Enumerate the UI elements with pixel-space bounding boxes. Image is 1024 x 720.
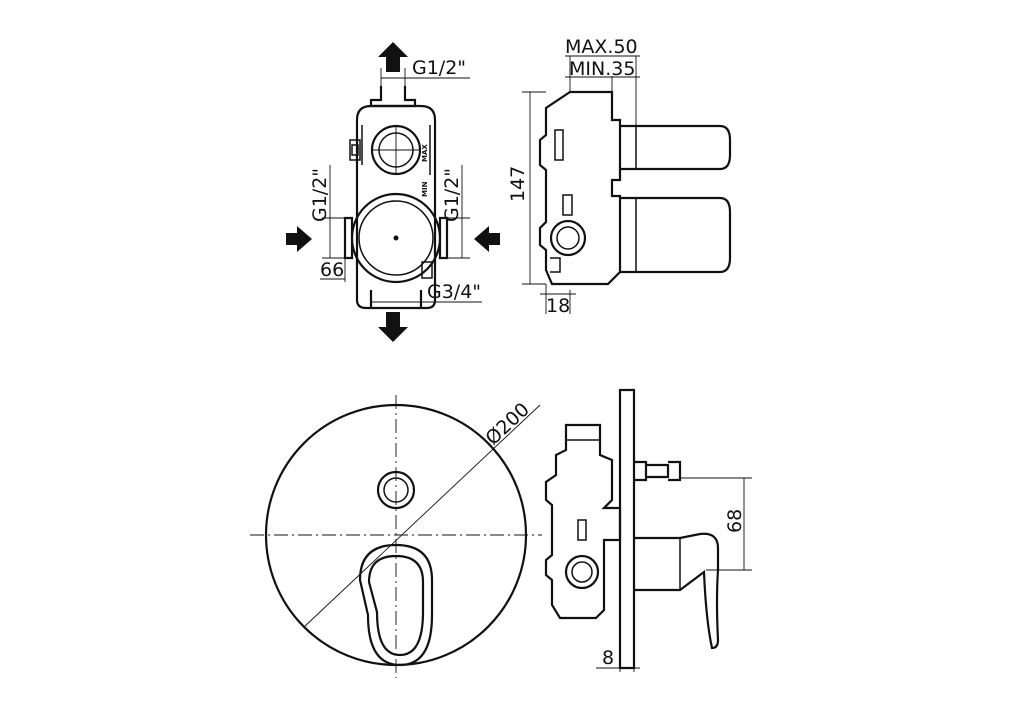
flow-arrow-down-icon [378,312,408,342]
outlet-top-thread-label: G1/2" [412,57,466,79]
inlet-left-thread-label: G1/2" [309,168,331,222]
width-dim-label: 66 [320,259,344,281]
valve-body-front-view: MAX MIN G1/2" G1/2" G1/2" 66 G3/4" [286,42,500,342]
plate-dim-label: 8 [602,647,614,669]
diameter-dim-label: Ø200 [481,399,533,450]
cover-plate-front-view: Ø200 [250,395,542,678]
min-mark-label: MIN [421,181,429,197]
height-dim-label: 147 [507,166,529,202]
max-mark-label: MAX [421,144,429,162]
flow-arrow-left-icon [474,226,500,252]
flow-arrow-up-icon [378,42,408,72]
mixer-lever [358,543,434,667]
outlet-bottom-thread-label: G3/4" [427,281,481,303]
base-dim-label: 18 [546,295,570,317]
max-depth-label: MAX.50 [565,36,638,58]
lever-offset-dim-label: 68 [724,509,746,533]
inlet-right-thread-label: G1/2" [441,168,463,222]
assembly-side-view: 68 8 [544,388,752,672]
valve-body-side-view: MAX.50 MIN.35 147 18 [507,36,732,317]
min-depth-label: MIN.35 [569,58,635,80]
flow-arrow-right-icon [286,226,312,252]
